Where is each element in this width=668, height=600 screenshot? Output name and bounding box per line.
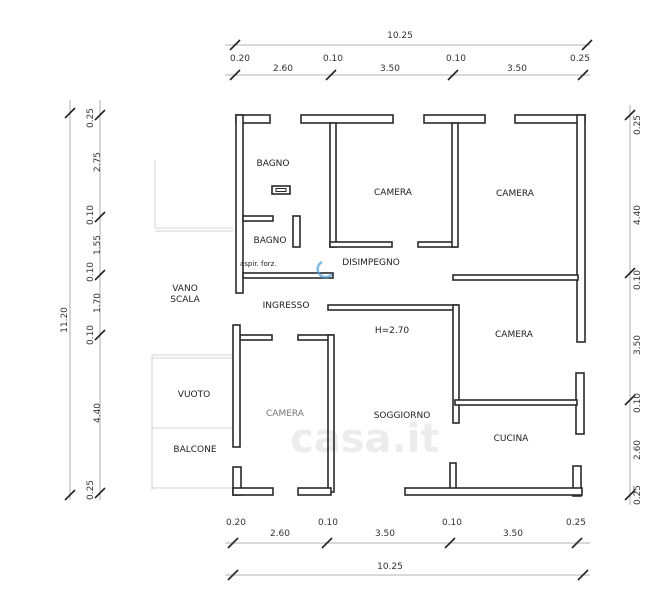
stairwell-label: VANO (172, 284, 198, 294)
room-camera: CAMERA (496, 189, 535, 199)
dimension-lines (64, 39, 636, 581)
room-soggiorno: SOGGIORNO (374, 411, 431, 421)
dim-right: 0.10 (633, 270, 643, 290)
room-camera: CAMERA (266, 409, 305, 419)
room-cucina: CUCINA (494, 434, 530, 444)
dim-left: 1.55 (93, 235, 103, 255)
dim-left: 1.70 (93, 293, 103, 313)
dim-bottom: 0.10 (318, 518, 338, 528)
dim-top: 0.10 (446, 54, 466, 64)
dim-left: 2.75 (93, 152, 103, 172)
dim-bottom: 2.60 (270, 529, 290, 539)
dim-top: 3.50 (380, 64, 400, 74)
watermark: casa.it (290, 416, 440, 462)
dim-bottom: 0.25 (566, 518, 586, 528)
dim-right: 0.10 (633, 393, 643, 413)
room-camera: CAMERA (495, 330, 534, 340)
dim-right: 3.50 (633, 335, 643, 355)
dim-left: 0.10 (86, 205, 96, 225)
shaft-icon (271, 185, 291, 195)
dim-top: 0.25 (570, 54, 590, 64)
dim-bottom: 0.20 (226, 518, 246, 528)
void-label: VUOTO (178, 390, 210, 400)
dim-left: 0.10 (86, 262, 96, 282)
dim-top: 0.20 (230, 54, 250, 64)
dim-top: 0.10 (323, 54, 343, 64)
dim-right: 0.25 (633, 485, 643, 505)
dim-left: 0.10 (86, 325, 96, 345)
balcony-label: BALCONE (173, 445, 216, 455)
dim-right: 4.40 (633, 205, 643, 225)
aspiration-note: aspir. forz. (240, 260, 277, 268)
exterior-outlines (151, 160, 233, 490)
dim-bottom: 0.10 (442, 518, 462, 528)
dim-left-total: 11.20 (60, 307, 70, 333)
dim-top-total: 10.25 (387, 31, 413, 41)
room-camera: CAMERA (374, 188, 413, 198)
ceiling-height: H=2.70 (375, 326, 410, 336)
dim-left: 4.40 (93, 403, 103, 423)
dim-left: 0.25 (86, 108, 96, 128)
room-disimpegno: DISIMPEGNO (342, 258, 400, 268)
dim-top: 2.60 (273, 64, 293, 74)
dim-left: 0.25 (86, 480, 96, 500)
dim-bottom: 3.50 (503, 529, 523, 539)
dim-right: 0.25 (633, 115, 643, 135)
stairwell-label: SCALA (170, 295, 200, 305)
room-ingresso: INGRESSO (263, 301, 310, 311)
dim-bottom-total: 10.25 (377, 562, 403, 572)
dim-top: 3.50 (507, 64, 527, 74)
dim-right: 2.60 (633, 440, 643, 460)
walls (232, 114, 586, 497)
dim-bottom: 3.50 (375, 529, 395, 539)
room-bagno: BAGNO (257, 159, 290, 169)
watermark-logo-icon (316, 260, 333, 279)
room-bagno: BAGNO (254, 236, 287, 246)
